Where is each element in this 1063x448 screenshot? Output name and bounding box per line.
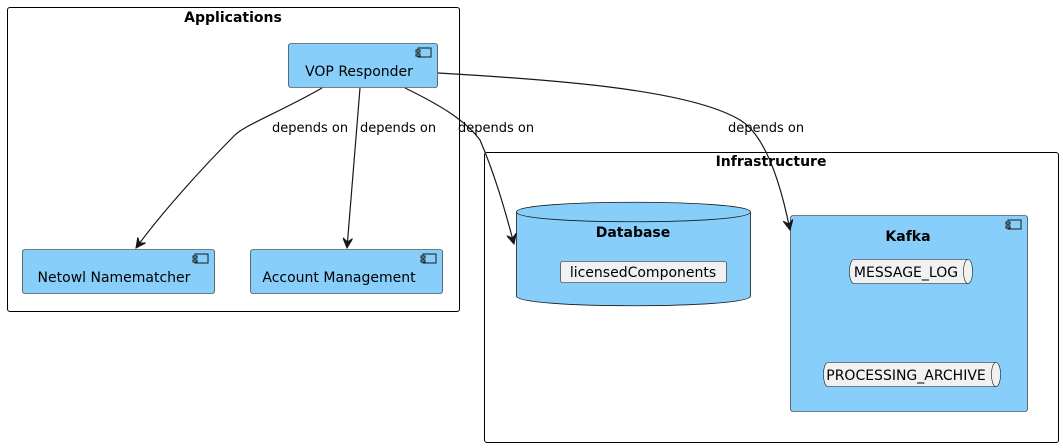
component-icon (415, 47, 432, 58)
processing-archive-queue[interactable]: PROCESSING_ARCHIVE (823, 362, 1001, 387)
netowl-namematcher-label: Netowl Namematcher (38, 270, 191, 286)
message-log-label: MESSAGE_LOG (854, 265, 958, 281)
netowl-namematcher-component[interactable]: Netowl Namematcher (22, 249, 215, 294)
edge-to-database: depends on (404, 87, 534, 244)
component-icon (192, 253, 209, 264)
account-management-component[interactable]: Account Management (250, 249, 443, 294)
applications-title: Applications (184, 10, 282, 26)
account-management-label: Account Management (262, 270, 416, 286)
edge-label-account: depends on (360, 121, 436, 136)
component-icon (420, 253, 437, 264)
processing-archive-label: PROCESSING_ARCHIVE (826, 368, 986, 384)
vop-responder-label: VOP Responder (305, 64, 413, 80)
edge-to-account: depends on (347, 87, 436, 248)
edge-label-database: depends on (458, 121, 534, 136)
vop-responder-component[interactable]: VOP Responder (288, 43, 438, 88)
edge-label-netowl: depends on (272, 121, 348, 136)
edge-to-netowl: depends on (136, 87, 348, 248)
message-log-queue[interactable]: MESSAGE_LOG (849, 259, 973, 284)
licensed-components-box[interactable]: licensedComponents (560, 261, 727, 283)
database-node[interactable]: Database licensedComponents (516, 201, 751, 307)
licensed-components-label: licensedComponents (570, 265, 716, 281)
kafka-component[interactable]: Kafka MESSAGE_LOG PROCESSING_ARCHIVE (790, 215, 1028, 412)
component-icon (1005, 219, 1022, 230)
edge-label-kafka: depends on (728, 121, 804, 136)
database-title: Database (596, 225, 671, 241)
edge-to-kafka: depends on (437, 72, 804, 230)
kafka-title: Kafka (885, 229, 930, 245)
